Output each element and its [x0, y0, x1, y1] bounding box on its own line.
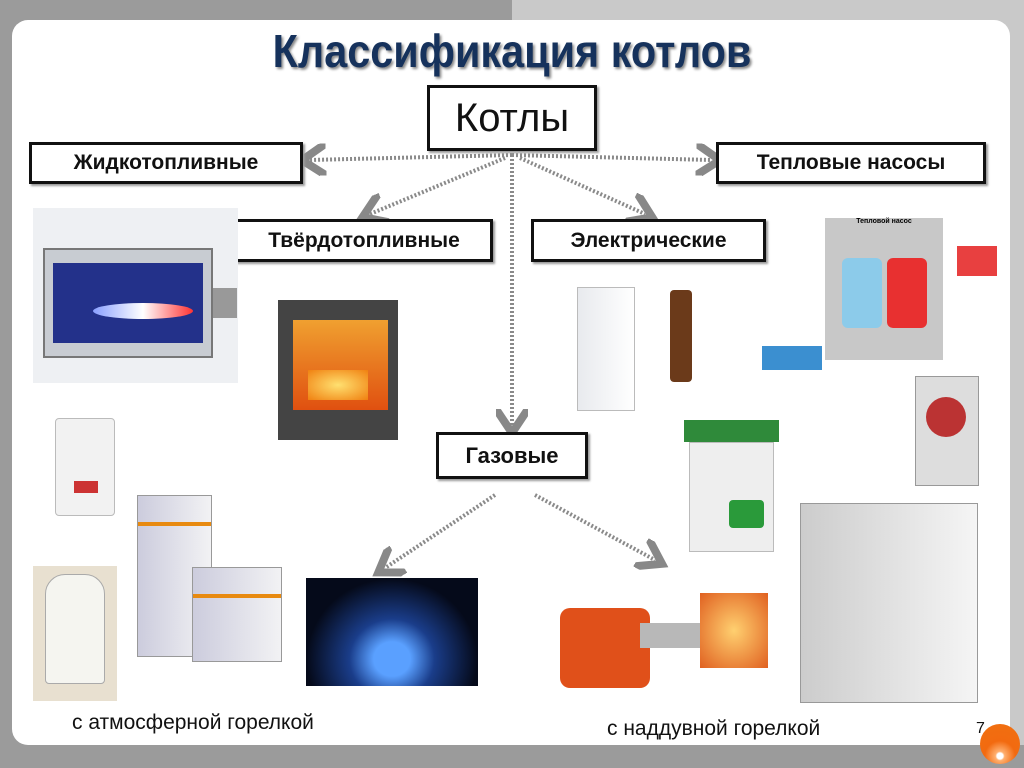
heat-pump-diagram-image: Тепловой насос	[757, 218, 1000, 370]
heat-pump-diagram-title: Тепловой насос	[856, 218, 912, 225]
floor-boiler-green-image	[684, 420, 779, 555]
category-gas: Газовые	[436, 432, 588, 479]
arrow-atmospheric	[385, 493, 497, 568]
forced-burner-image	[560, 563, 770, 693]
category-liquid: Жидкотопливные	[29, 142, 303, 184]
arrow-electric	[519, 156, 645, 214]
wall-gas-boiler-image	[55, 418, 115, 516]
arrow-liquid	[310, 155, 513, 160]
root-box: Котлы	[427, 85, 597, 151]
liquid-fuel-boiler-image	[33, 208, 238, 383]
arrow-solid	[370, 156, 506, 214]
solid-fuel-boiler-image	[268, 280, 410, 452]
logo-icon	[980, 724, 1020, 764]
floor-gas-boiler-white-image	[800, 503, 978, 703]
category-heat-pumps: Тепловые насосы	[716, 142, 986, 184]
background-bottom	[0, 745, 1024, 768]
cylindrical-boiler-image	[33, 566, 117, 701]
electric-heater-element-image	[670, 290, 692, 382]
caption-forced-burner: с наддувной горелкой	[607, 717, 821, 740]
category-electric: Электрические	[531, 219, 766, 262]
arrow-heat-pumps	[511, 155, 712, 160]
category-solid: Твёрдотопливные	[235, 219, 493, 262]
floor-boiler-pair-image	[137, 495, 287, 665]
electric-boiler-image	[577, 287, 635, 411]
slide-title: Классификация котлов	[272, 25, 752, 77]
page-number: 7	[976, 720, 985, 737]
caption-atmospheric-burner: с атмосферной горелкой	[72, 711, 314, 734]
arrow-forced	[534, 493, 655, 560]
gas-flame-image	[306, 578, 478, 686]
wall-boiler-open-image	[915, 376, 979, 486]
